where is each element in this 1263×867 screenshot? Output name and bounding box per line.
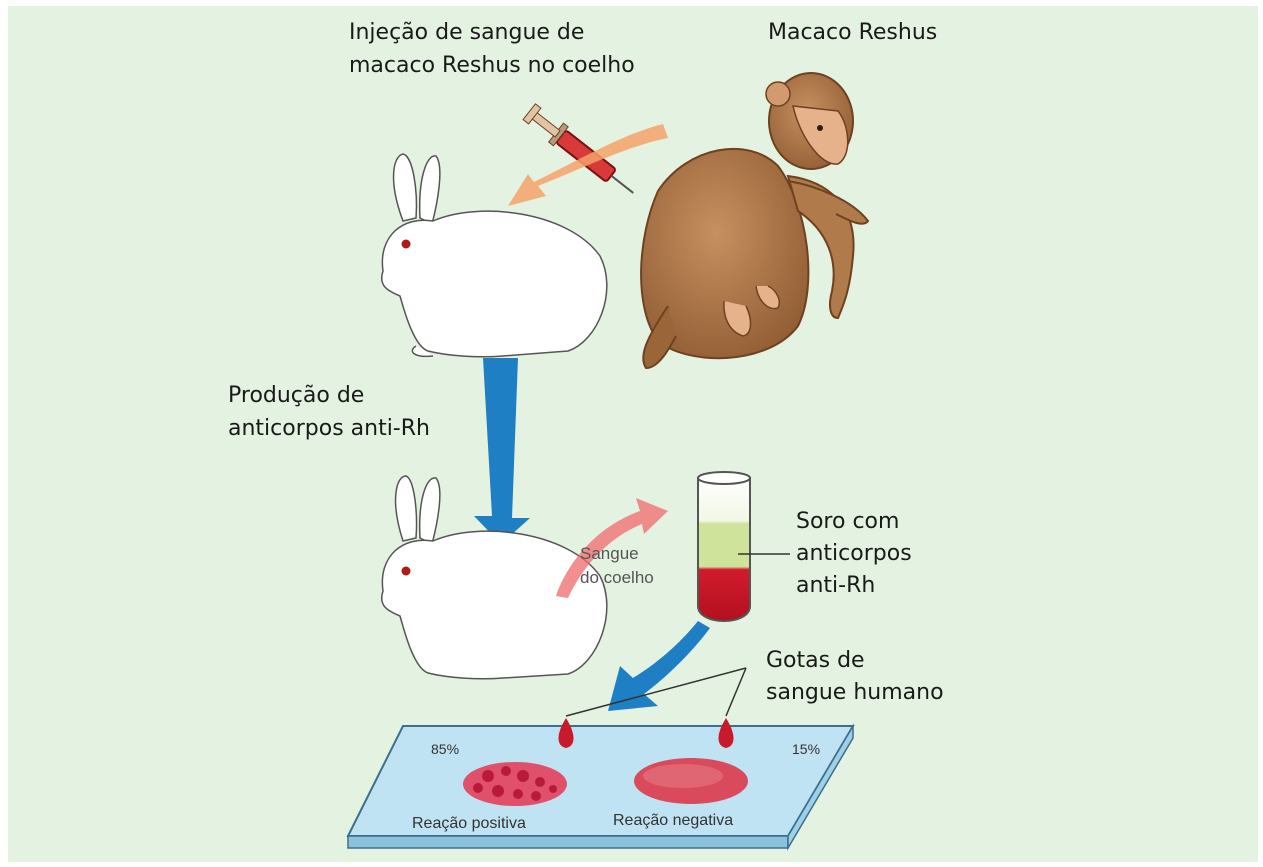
monkey-label: Macaco Reshus — [768, 18, 937, 48]
production-label-line2: anticorpos anti-Rh — [228, 414, 430, 444]
injection-arrow — [508, 124, 668, 206]
diagram-illustration — [8, 6, 1258, 862]
syringe-icon — [522, 102, 641, 202]
rabbit-blood-label-line1: Sangue — [580, 543, 639, 565]
injection-label-line2: macaco Reshus no coelho — [349, 51, 635, 81]
injection-label-line1: Injeção de sangue de — [349, 18, 584, 48]
rabbit-blood-label-line2: do coelho — [580, 567, 654, 589]
serum-to-slide-arrow — [608, 621, 710, 711]
positive-reaction-label: Reação positiva — [412, 815, 526, 833]
blood-drop-left — [559, 718, 574, 748]
rhesus-monkey-illustration — [641, 73, 868, 368]
serum-label-line2: anticorpos — [796, 539, 912, 569]
right-percent: 15% — [792, 741, 820, 757]
rabbit-illustration-top — [382, 154, 607, 357]
test-tube — [698, 472, 750, 621]
serum-label-line1: Soro com — [796, 507, 899, 537]
left-percent: 85% — [431, 741, 459, 757]
production-arrow — [474, 358, 530, 544]
drop-pointer-line-right — [726, 668, 746, 716]
drops-label-line2: sangue humano — [766, 678, 944, 708]
blood-drop-right — [719, 718, 734, 748]
drops-label-line1: Gotas de — [766, 646, 865, 676]
negative-reaction-label: Reação negativa — [613, 812, 733, 830]
serum-label-line3: anti-Rh — [796, 571, 875, 601]
production-label-line1: Produção de — [228, 381, 364, 411]
diagram-canvas: Injeção de sangue de macaco Reshus no co… — [8, 6, 1258, 862]
